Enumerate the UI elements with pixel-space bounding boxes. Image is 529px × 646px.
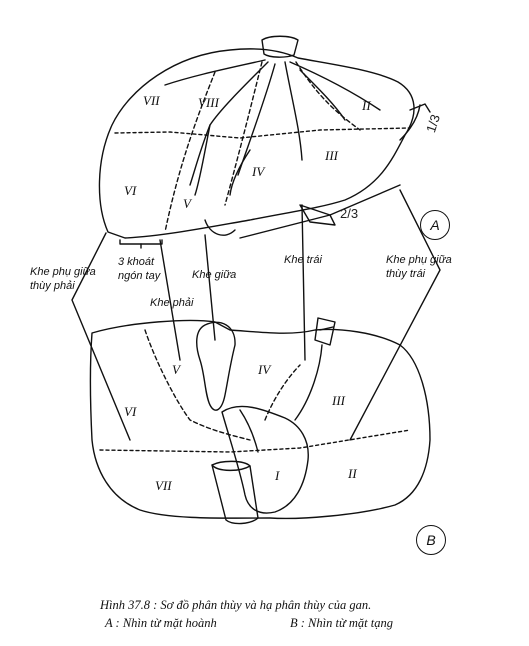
segment-level-line-a — [114, 127, 411, 139]
label-right-accessory-fissure: Khe phụ giữa thùy phải — [30, 266, 96, 292]
fraction-two-thirds: 2/3 — [340, 206, 359, 221]
segment-label-a: VII — [143, 93, 160, 108]
segment-label-a: VIII — [198, 95, 219, 110]
label-left-fissure: Khe trái — [284, 254, 322, 266]
view-badge-a: A — [420, 210, 450, 240]
figure-caption-view-b: B : Nhìn từ mặt tạng — [290, 616, 393, 630]
segment-label-a: V — [183, 196, 191, 211]
segment-label-b: IV — [258, 362, 271, 377]
segment-label-b: III — [332, 393, 345, 408]
label-right-fissure: Khe phải — [150, 297, 194, 309]
segment-label-a: IV — [252, 164, 265, 179]
segment-label-b: VII — [155, 478, 172, 493]
segment-label-a: VI — [124, 183, 137, 198]
figure-caption-view-a: A : Nhìn từ mặt hoành — [105, 616, 217, 630]
label-three-finger-breadth: 3 khoát ngón tay — [118, 256, 161, 282]
figure-caption-title: Hình 37.8 : Sơ đồ phân thùy và hạ phân t… — [100, 598, 372, 612]
segment-label-a: III — [325, 148, 338, 163]
label-left-accessory-fissure: Khe phụ giữa thùy trái — [386, 254, 452, 280]
segment-label-a: II — [362, 98, 371, 113]
liver-outline-b — [89, 319, 431, 520]
liver-outline-a — [98, 48, 415, 239]
label-middle-fissure: Khe giữa — [192, 269, 237, 281]
segment-label-b: II — [348, 466, 357, 481]
segment-label-b: I — [275, 468, 280, 483]
segment-label-b: VI — [124, 404, 137, 419]
segment-label-b: V — [172, 362, 180, 377]
ivc-top-a — [261, 35, 299, 58]
view-badge-b: B — [416, 525, 446, 555]
